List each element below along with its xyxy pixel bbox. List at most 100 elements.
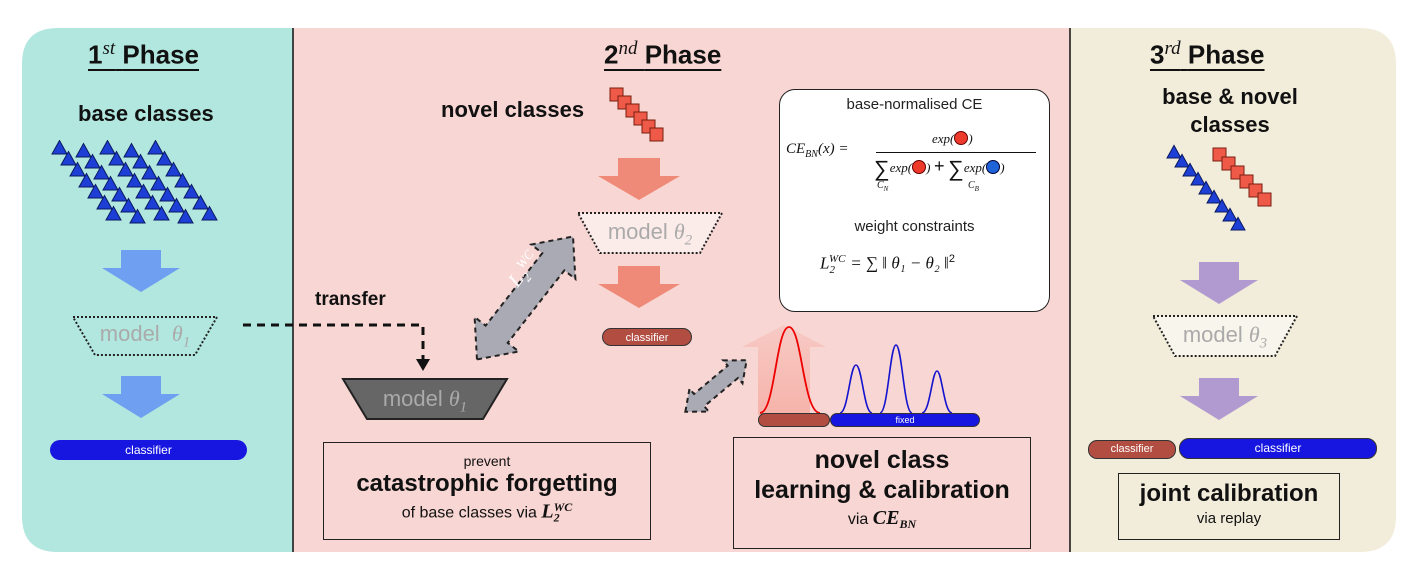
phase2-classifier: classifier: [602, 328, 692, 346]
novel-learning-ce-main: CE: [872, 507, 900, 529]
novel-logit-dot: [954, 131, 969, 145]
joint-calibration-line2: via replay: [1196, 510, 1262, 527]
novel-logit-dot-2: [912, 160, 927, 174]
base-class-triangle: [168, 197, 185, 213]
ce-lhs-arg: (x) =: [817, 141, 849, 157]
wc-sub: 2: [829, 264, 835, 277]
base-class-triangle: [120, 197, 137, 213]
mixed-classes-shapes: [1166, 144, 1272, 231]
base-class-triangle: [177, 208, 194, 224]
novel-classes-squares: [609, 87, 664, 142]
phase1-title-num: 1: [88, 39, 103, 70]
novel-learning-line3: via CEBN: [734, 507, 1030, 532]
forgetting-line3: of base classes via L2WC: [324, 500, 650, 526]
sum-cb-main: C: [968, 180, 975, 191]
novel-class-square: [649, 127, 664, 142]
phase3-arrow-down-2: [1180, 378, 1258, 420]
sum-cb-symbol: ∑: [948, 156, 964, 181]
joint-calibration-box: joint calibration via replay: [1118, 473, 1340, 540]
upward-arrow: [742, 325, 826, 415]
distribution-plot: [742, 325, 953, 415]
phase3-arrow-down-1: [1180, 262, 1258, 304]
transfer-label: transfer: [315, 289, 386, 310]
num-exp: exp(: [932, 131, 955, 146]
den-close-1: ): [926, 160, 931, 175]
base-class-triangle: [78, 172, 95, 188]
phase2-title-word: Phase: [644, 39, 722, 70]
phase1-theta: θ: [171, 321, 183, 346]
novel-learning-line1: novel class: [814, 446, 950, 474]
phase3-subtitle-line1: base & novel: [1162, 84, 1298, 109]
base-class-triangle: [153, 205, 170, 221]
base-distribution-curve-3: [921, 370, 953, 414]
den-exp-1: exp(: [889, 160, 913, 175]
base-class-triangle: [150, 175, 167, 191]
phase1-model-shape: [71, 316, 219, 356]
base-class-triangle: [117, 161, 134, 177]
frozen-theta-sub: 1: [459, 399, 468, 416]
base-class-triangle: [69, 161, 86, 177]
base-class-triangle: [1230, 216, 1246, 231]
base-class-triangle: [1182, 162, 1198, 177]
phase2-title-sup: nd: [618, 38, 638, 59]
formula-title: base-normalised CE: [846, 96, 983, 113]
sum-cn-main: C: [877, 180, 884, 191]
phase2-title-num: 2: [604, 39, 619, 70]
base-class-triangle: [183, 183, 200, 199]
sum-cn-symbol: ∑: [874, 156, 890, 181]
base-class-triangle: [84, 153, 101, 169]
base-class-triangle: [156, 150, 173, 166]
base-class-triangle: [201, 205, 218, 221]
novel-learning-line2: learning & calibration: [754, 476, 1010, 504]
phase2-theta: θ: [673, 219, 685, 244]
phase2-model-shape: [576, 212, 724, 254]
phase3-title: 3rd Phase: [1150, 38, 1265, 71]
base-class-triangle: [192, 194, 209, 210]
base-class-triangle: [1214, 198, 1230, 213]
base-class-triangle: [129, 208, 146, 224]
base-class-triangle: [108, 150, 125, 166]
base-logit-dot: [986, 160, 1001, 174]
base-class-triangle: [144, 194, 161, 210]
phase1-arrow-down-2: [102, 376, 180, 418]
frozen-model-label: model θ1: [340, 386, 510, 416]
formula-box: [779, 89, 1050, 312]
phase2-model-word: model: [607, 219, 668, 244]
phase2-arrow-down-2: [598, 266, 680, 308]
phase3-title-word: Phase: [1187, 39, 1265, 70]
base-class-triangle: [99, 140, 116, 155]
novel-learning-line3-text: via: [847, 511, 869, 528]
base-classes-triangles: [51, 140, 218, 224]
ce-numerator: exp(): [932, 131, 973, 147]
phase2-title: 2nd Phase: [604, 38, 721, 71]
wc-rhs: = ∑ ‖ θ₁ − θ₂ ‖: [850, 253, 949, 273]
sum-cb-sub: B: [974, 185, 979, 193]
den-close-2: ): [1000, 160, 1005, 175]
sum-cn-sub: N: [883, 185, 889, 193]
novel-distribution-curve: [759, 326, 821, 414]
base-class-triangle: [165, 161, 182, 177]
base-class-triangle: [147, 140, 164, 155]
base-class-triangle: [60, 150, 77, 166]
base-class-triangle: [96, 194, 113, 210]
base-class-triangle: [102, 175, 119, 191]
phase2-theta-sub: 2: [684, 232, 693, 249]
num-close: ): [968, 131, 973, 146]
base-class-triangle: [93, 164, 110, 180]
wc-formula: L2WC = ∑ ‖ θ₁ − θ₂ ‖2: [820, 253, 955, 276]
phase3-theta: θ: [1248, 322, 1260, 347]
frozen-model-shape: [341, 378, 509, 420]
phase3-model-word: model: [1182, 322, 1243, 347]
base-class-triangle: [51, 140, 68, 155]
phase3-classifier-base: classifier: [1179, 438, 1377, 459]
phase3-model-label: model θ3: [1150, 322, 1300, 352]
novel-classifier-bar: [758, 413, 830, 427]
den-exp-2: exp(: [963, 160, 987, 175]
phase1-classifier: classifier: [50, 440, 247, 460]
ce-lhs-main: CE: [786, 141, 806, 157]
wc-sup: WC: [828, 253, 846, 265]
transfer-connector: [243, 323, 430, 371]
base-class-triangle: [105, 205, 122, 221]
base-class-triangle: [126, 172, 143, 188]
